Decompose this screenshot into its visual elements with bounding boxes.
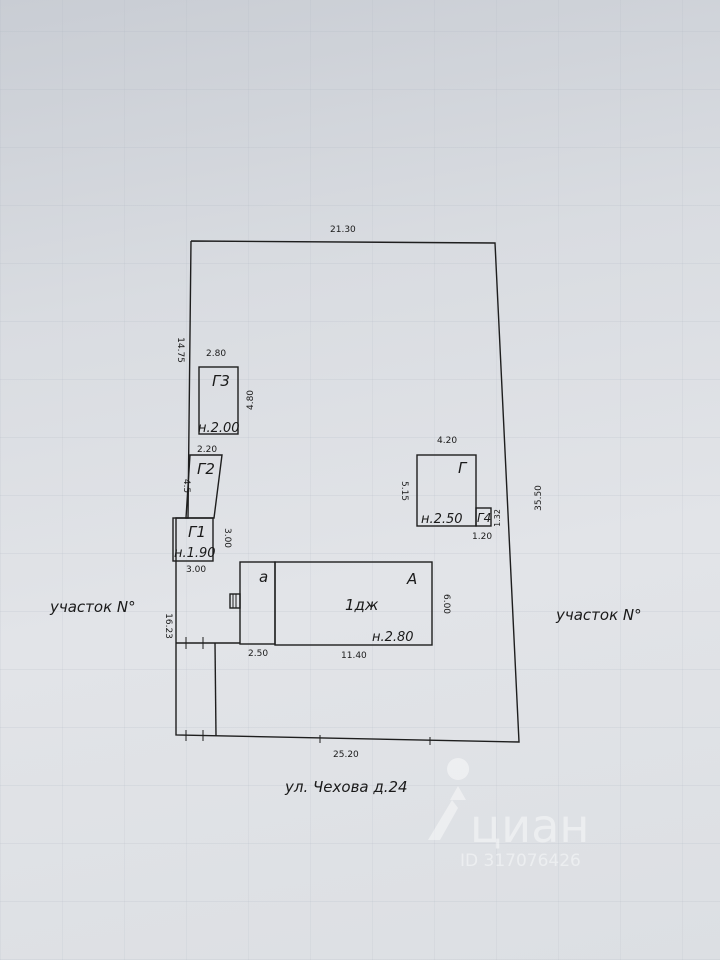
watermark: циан ID 317076426 bbox=[428, 758, 589, 871]
plot-boundary bbox=[175, 240, 520, 743]
g-depth: 5.15 bbox=[399, 481, 409, 501]
building-g1 bbox=[172, 517, 214, 562]
g2-width: 2.20 bbox=[197, 445, 217, 455]
g-code: Г bbox=[458, 459, 468, 477]
g1-width: 3.00 bbox=[186, 565, 206, 575]
street-label: ул. Чехова д.24 bbox=[284, 778, 408, 796]
plot-left-lower: 16.23 bbox=[163, 613, 173, 639]
g4-width: 1.20 bbox=[472, 532, 492, 542]
g1-depth: 3.00 bbox=[222, 528, 232, 548]
building-g2 bbox=[185, 454, 223, 519]
house-width: 11.40 bbox=[341, 651, 367, 661]
g-height: н.2.50 bbox=[421, 512, 463, 527]
building-g3 bbox=[198, 366, 239, 435]
building-annex bbox=[239, 561, 276, 645]
watermark-id: ID 317076426 bbox=[460, 851, 581, 871]
g1-height: н.1.90 bbox=[174, 546, 216, 561]
plot-top-width: 21.30 bbox=[330, 225, 356, 235]
neighbor-left-label: участок N° bbox=[49, 598, 136, 616]
annex-code: а bbox=[259, 568, 268, 586]
location-pin-icon bbox=[447, 758, 470, 800]
house-depth: 6.00 bbox=[441, 594, 451, 614]
plot-right-length: 35.50 bbox=[534, 485, 544, 511]
building-house bbox=[274, 561, 433, 646]
house-height: н.2.80 bbox=[372, 630, 414, 645]
g3-depth: 4.80 bbox=[246, 390, 256, 410]
g3-width: 2.80 bbox=[206, 349, 226, 359]
building-g bbox=[416, 454, 477, 527]
g2-depth: 4.5 bbox=[181, 479, 191, 493]
house-type: 1дж bbox=[345, 596, 379, 614]
plot-bottom-width: 25.20 bbox=[333, 750, 359, 760]
building-g4 bbox=[475, 507, 492, 527]
g3-code: Г3 bbox=[212, 372, 230, 390]
neighbor-right-label: участок N° bbox=[555, 606, 642, 624]
watermark-brand: циан bbox=[470, 799, 589, 853]
plot-left-upper: 14.75 bbox=[175, 337, 185, 363]
g3-height: н.2.00 bbox=[198, 421, 240, 436]
g4-depth: 1.32 bbox=[493, 509, 502, 527]
g-width: 4.20 bbox=[437, 436, 457, 446]
annex-width: 2.50 bbox=[248, 649, 268, 659]
porch bbox=[229, 593, 241, 609]
house-code: А bbox=[406, 570, 417, 588]
fence-line bbox=[214, 642, 217, 737]
g4-code: Г4 bbox=[477, 511, 491, 525]
g2-code: Г2 bbox=[197, 460, 215, 478]
g1-code: Г1 bbox=[188, 523, 206, 541]
